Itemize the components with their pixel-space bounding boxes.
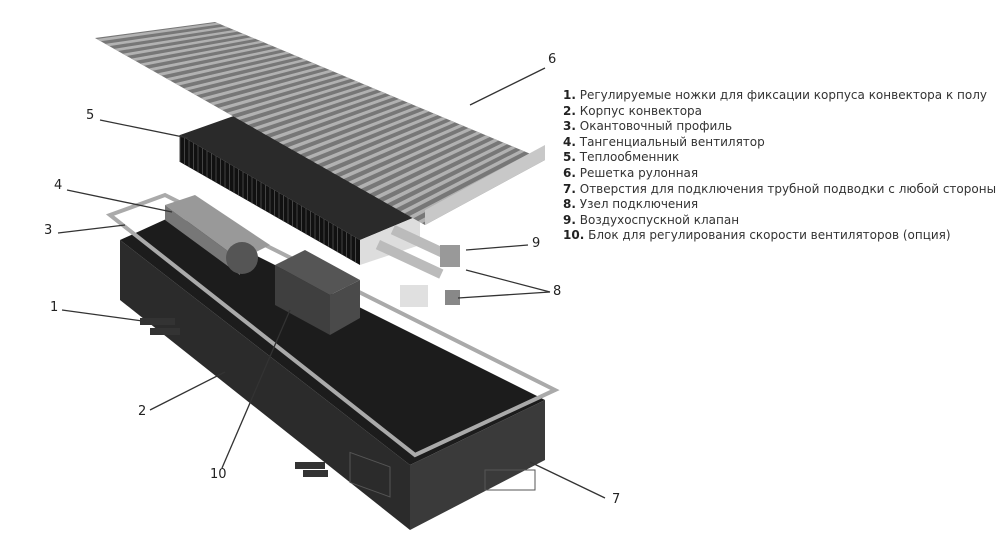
callout-1: 1 bbox=[50, 300, 59, 315]
grille-slat bbox=[114, 29, 239, 52]
legend-item: 8. Узел подключения bbox=[563, 197, 699, 212]
grille-slat bbox=[140, 40, 265, 66]
grille-slat bbox=[253, 88, 377, 130]
speed-control-block bbox=[275, 250, 360, 335]
grille-slat bbox=[157, 48, 282, 76]
callout-10: 10 bbox=[210, 467, 227, 482]
grille-slat bbox=[305, 109, 430, 160]
grille-slat bbox=[166, 51, 291, 81]
connection-unit bbox=[375, 224, 460, 307]
grille-slat bbox=[218, 73, 343, 111]
grille-slat bbox=[200, 66, 325, 101]
leader-lines bbox=[57, 67, 606, 499]
grille-slat bbox=[270, 95, 395, 140]
grille-slat bbox=[322, 117, 447, 170]
grille-slat bbox=[131, 37, 256, 61]
grille-slat bbox=[348, 128, 473, 184]
grille-slat bbox=[296, 106, 421, 155]
heat-exchanger bbox=[179, 112, 420, 265]
adjustable-feet bbox=[140, 318, 328, 477]
callout-3: 3 bbox=[44, 223, 53, 238]
grille-slat bbox=[365, 135, 490, 194]
legend-item: 1. Регулируемые ножки для фиксации корпу… bbox=[563, 88, 987, 102]
edging-profile bbox=[105, 192, 560, 458]
legend-item: 6. Решетка рулонная bbox=[563, 165, 699, 180]
grille-slat bbox=[279, 98, 404, 145]
grille-slat bbox=[148, 44, 273, 71]
grille-slat bbox=[105, 26, 230, 47]
grille-slat bbox=[313, 113, 438, 165]
legend-item: 7. Отверстия для подключения трубной под… bbox=[563, 181, 997, 196]
callout-6: 6 bbox=[548, 52, 557, 67]
legend: 1. Регулируемые ножки для фиксации корпу… bbox=[563, 88, 996, 244]
legend-item: 2. Корпус конвектора bbox=[563, 103, 703, 118]
grille-slat bbox=[357, 131, 482, 189]
legend-item: 3. Окантовочный профиль bbox=[563, 119, 733, 134]
grille-slat bbox=[122, 33, 247, 56]
convector-body bbox=[120, 215, 545, 530]
grille-slat bbox=[209, 69, 334, 106]
grille-slat bbox=[287, 102, 412, 150]
grille-slat bbox=[174, 55, 299, 86]
grille-slat bbox=[400, 149, 525, 214]
grille-slat bbox=[339, 124, 464, 179]
legend-item: 9. Воздухоспускной клапан bbox=[563, 212, 740, 227]
callout-5: 5 bbox=[86, 108, 95, 123]
grille-slat bbox=[383, 142, 508, 204]
grille-slat bbox=[374, 138, 499, 199]
legend-item: 5. Теплообменник bbox=[563, 150, 680, 165]
grille-slat bbox=[392, 146, 516, 209]
callout-9: 9 bbox=[532, 236, 541, 251]
grille-slat bbox=[183, 59, 308, 91]
callout-2: 2 bbox=[138, 404, 147, 419]
callout-4: 4 bbox=[54, 178, 63, 193]
tangential-fan bbox=[165, 195, 270, 275]
callout-7: 7 bbox=[612, 492, 621, 507]
grille-slat bbox=[244, 84, 369, 125]
roll-grille bbox=[95, 22, 545, 225]
grille-slat bbox=[261, 91, 386, 135]
callout-8: 8 bbox=[553, 284, 562, 299]
grille-slat bbox=[331, 120, 456, 175]
grille-slat bbox=[96, 22, 221, 42]
grille-slat bbox=[192, 62, 317, 96]
grille-slat bbox=[227, 77, 351, 116]
legend-item: 4. Тангенциальный вентилятор bbox=[563, 134, 765, 149]
grille-slat bbox=[235, 80, 360, 120]
legend-item: 10. Блок для регулирования скорости вент… bbox=[563, 228, 951, 243]
